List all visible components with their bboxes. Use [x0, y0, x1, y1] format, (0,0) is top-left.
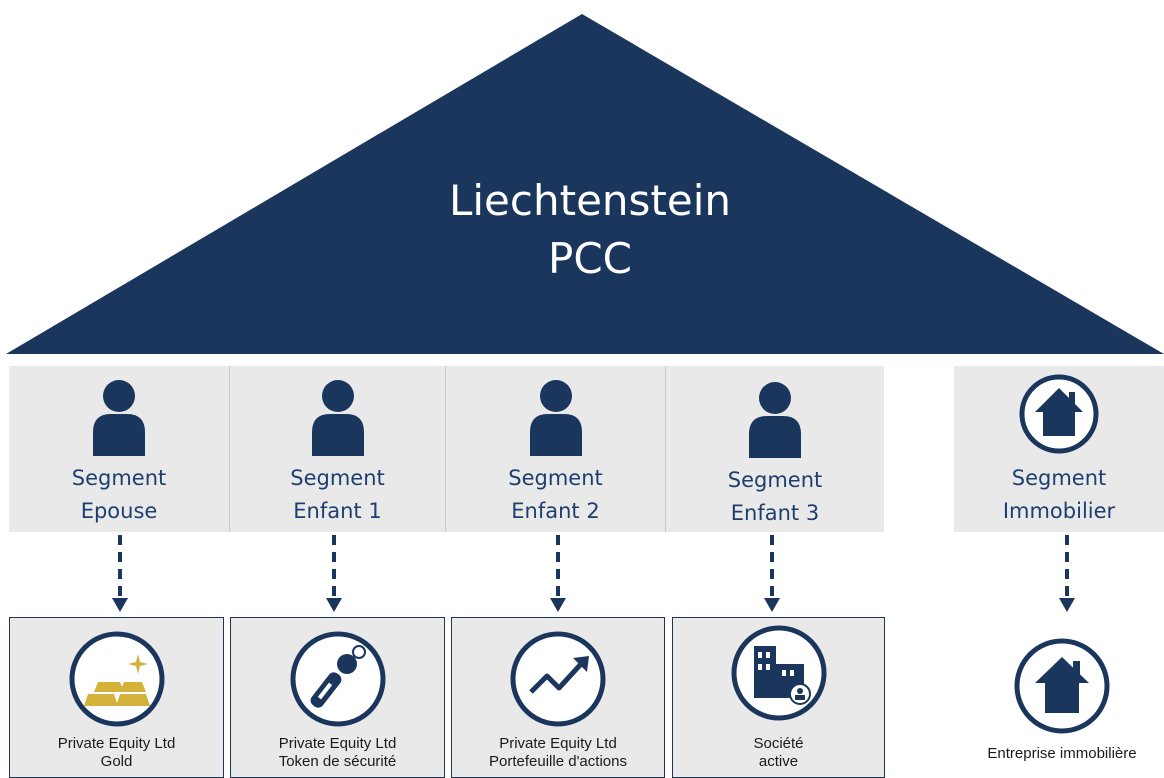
segment-label-line2: Immobilier [1002, 499, 1116, 523]
arrow-head-enfant1 [326, 598, 342, 612]
segment-label: Segment Enfant 2 [446, 462, 665, 528]
pcc-title: Liechtenstein PCC [390, 172, 790, 288]
segment-enfant-3: Segment Enfant 3 [666, 366, 884, 532]
connector-arrows [118, 535, 1069, 597]
asset-security-token: Private Equity Ltd Token de sécurité [230, 617, 445, 778]
segment-label-line2: Enfant 1 [293, 499, 382, 523]
asset-real-estate-company: Entreprise immobilière [960, 617, 1164, 778]
asset-caption-line2: Portefeuille d'actions [489, 753, 627, 770]
person-icon [93, 380, 145, 456]
segment-enfant-2: Segment Enfant 2 [446, 366, 666, 532]
segment-immobilier: Segment Immobilier [954, 366, 1164, 532]
gold-bars-icon [69, 631, 164, 727]
segment-label-line1: Segment [508, 466, 603, 490]
asset-operating-company: Société active [672, 617, 885, 778]
person-icon [311, 380, 364, 456]
asset-stock-portfolio: Private Equity Ltd Portefeuille d'action… [451, 617, 665, 778]
asset-caption-line2: Token de sécurité [278, 753, 397, 770]
asset-caption-line1: Entreprise immobilière [987, 745, 1137, 762]
pcc-title-line1: Liechtenstein [448, 176, 732, 225]
asset-caption: Private Equity Ltd Token de sécurité [231, 735, 444, 771]
asset-caption: Private Equity Ltd Portefeuille d'action… [452, 735, 664, 771]
segment-label: Segment Epouse [9, 462, 229, 528]
segment-label-line1: Segment [290, 466, 385, 490]
arrow-head-epouse [112, 598, 128, 612]
asset-gold: Private Equity Ltd Gold [9, 617, 224, 778]
segment-label-line1: Segment [1011, 466, 1107, 490]
arrow-head-enfant3 [764, 598, 780, 612]
person-icon [749, 382, 801, 458]
asset-caption-line1: Société [753, 735, 804, 752]
segment-label-line2: Enfant 2 [511, 499, 600, 523]
asset-caption: Société active [673, 735, 884, 771]
segment-label: Segment Enfant 1 [230, 462, 445, 528]
segment-label-line1: Segment [71, 466, 167, 490]
arrow-head-immobilier [1059, 598, 1075, 612]
asset-caption-line1: Private Equity Ltd [57, 735, 176, 752]
segment-label: Segment Enfant 3 [666, 464, 884, 530]
arrow-head-enfant2 [550, 598, 566, 612]
asset-caption: Entreprise immobilière [960, 745, 1164, 763]
asset-caption-line2: active [758, 753, 799, 770]
segment-label-line2: Epouse [80, 499, 158, 523]
asset-caption-line2: Gold [100, 753, 133, 770]
asset-caption-line1: Private Equity Ltd [278, 735, 397, 752]
segment-epouse: Segment Epouse [9, 366, 230, 532]
segment-label: Segment Immobilier [954, 462, 1164, 528]
person-icon [529, 380, 582, 456]
trend-chart-icon [510, 631, 606, 727]
segment-enfant-1: Segment Enfant 1 [230, 366, 446, 532]
segment-label-line1: Segment [727, 468, 823, 492]
asset-caption-line1: Private Equity Ltd [499, 735, 617, 752]
security-token-icon [290, 631, 385, 727]
pcc-roof [6, 14, 1164, 354]
asset-caption: Private Equity Ltd Gold [10, 735, 223, 771]
pcc-title-line2: PCC [548, 234, 632, 283]
segment-label-line2: Enfant 3 [730, 501, 820, 525]
house-icon [1014, 638, 1110, 734]
house-icon [1019, 374, 1099, 454]
company-building-icon [731, 625, 826, 721]
